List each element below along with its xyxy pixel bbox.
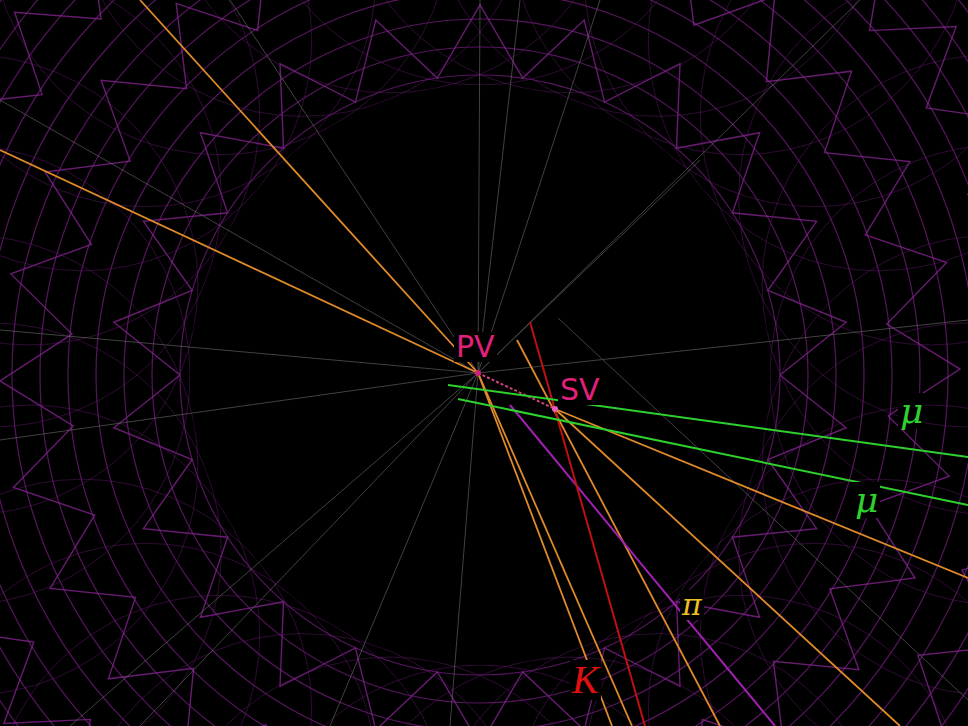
detector-arc [250, 665, 710, 726]
detector-arc [340, 0, 800, 93]
particle-label: K [570, 660, 601, 700]
particle-label: μ [853, 482, 880, 518]
particle-label: μ [898, 393, 925, 429]
detector-arc [0, 235, 198, 695]
detector-ring [124, 19, 836, 726]
detector-arc [0, 323, 221, 726]
vertex-label: PV [454, 332, 497, 362]
detector-arc [770, 145, 968, 605]
detector-arc [762, 235, 968, 695]
detector-arc [762, 55, 968, 515]
detector-ring [12, 0, 948, 726]
detector-ring [180, 75, 780, 675]
inner-void [190, 85, 770, 665]
detector-arc [739, 323, 968, 726]
detector-arc [0, 0, 221, 427]
particle-label: π [680, 590, 704, 620]
detector-arc [0, 55, 198, 515]
detector-arc [340, 657, 800, 726]
detector-ring [68, 0, 892, 726]
detector-arc [160, 0, 620, 93]
detector-ring [96, 0, 864, 726]
detector-ring [152, 47, 808, 703]
detector-arc [0, 145, 190, 605]
detector-arc [160, 657, 620, 726]
vertex-label: SV [558, 375, 602, 405]
detector-ring [40, 0, 920, 726]
